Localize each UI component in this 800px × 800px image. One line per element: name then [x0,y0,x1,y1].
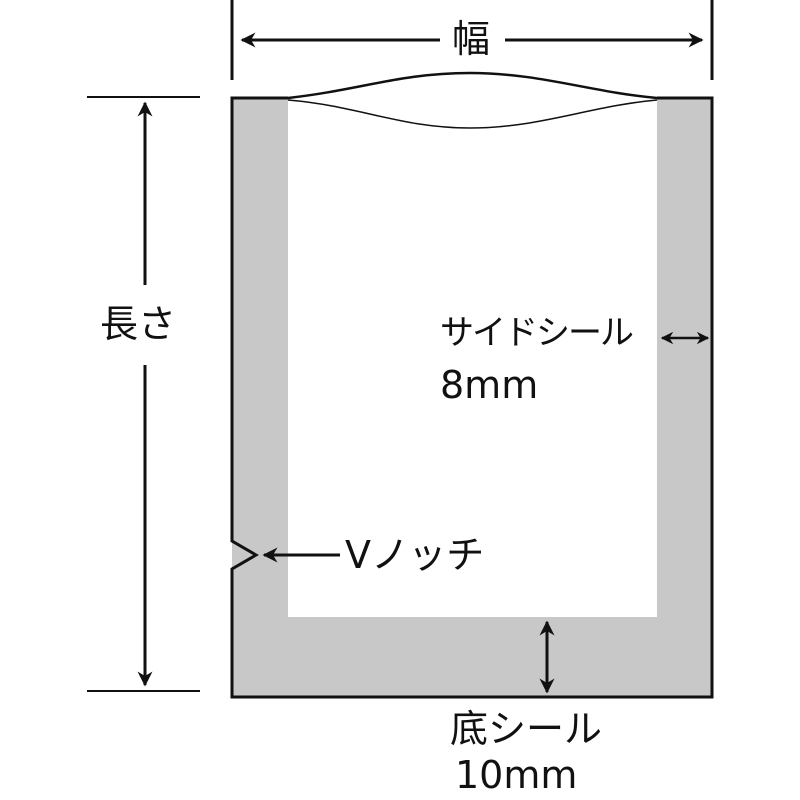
seal-areas [232,98,712,697]
right-side-seal [657,98,712,697]
left-side-seal [232,98,288,697]
bottom-seal-size: 10mm [455,753,578,797]
bottom-seal [232,617,712,697]
bag-outline [230,96,714,699]
length-label: 長さ [100,302,177,346]
width-label: 幅 [452,17,491,61]
bag-opening-bottom [287,99,658,129]
bag-opening-top [287,71,658,100]
bottom-seal-label: 底シール [450,707,603,751]
v-notch-label: Vノッチ [345,533,485,577]
side-seal-size: 8mm [440,363,539,407]
side-seal-label: サイドシール [440,313,634,353]
